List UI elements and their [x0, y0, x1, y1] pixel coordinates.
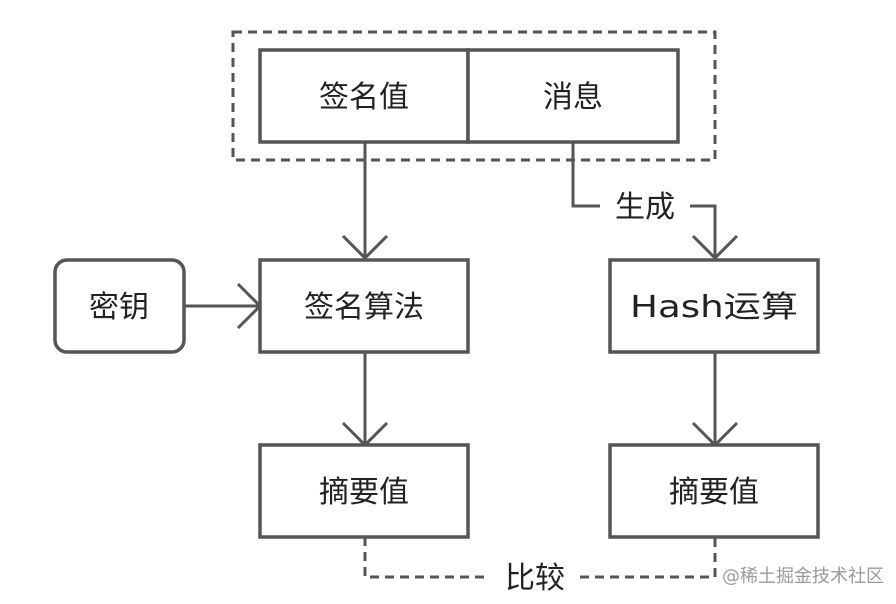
key-label: 密钥 [89, 290, 149, 325]
signature-algorithm-box [258, 258, 470, 354]
message-label: 消息 [543, 80, 603, 115]
generate-edge-label: 生成 [615, 190, 675, 225]
watermark: @稀土掘金技术社区 [722, 566, 884, 587]
hash-operation-label: Hash运算 [630, 290, 798, 325]
signature-value-label: 签名值 [319, 80, 409, 115]
digest-left-label: 摘要值 [319, 475, 409, 510]
message-box [466, 48, 680, 144]
digest-box-right [608, 443, 820, 539]
digest-box-left [258, 443, 470, 539]
signature-algorithm-label: 签名算法 [304, 290, 424, 325]
arrowhead-signature-to-algorithm [341, 234, 389, 261]
hash-operation-box [608, 258, 820, 354]
arrowhead-message-to-hash [691, 234, 739, 261]
signed-message-group [231, 30, 717, 162]
key-box [53, 258, 186, 354]
edge-compare [363, 537, 717, 579]
digest-right-label: 摘要值 [669, 475, 759, 510]
edge-message-to-hash [571, 142, 717, 258]
compare-edge-label: 比较 [505, 561, 565, 596]
